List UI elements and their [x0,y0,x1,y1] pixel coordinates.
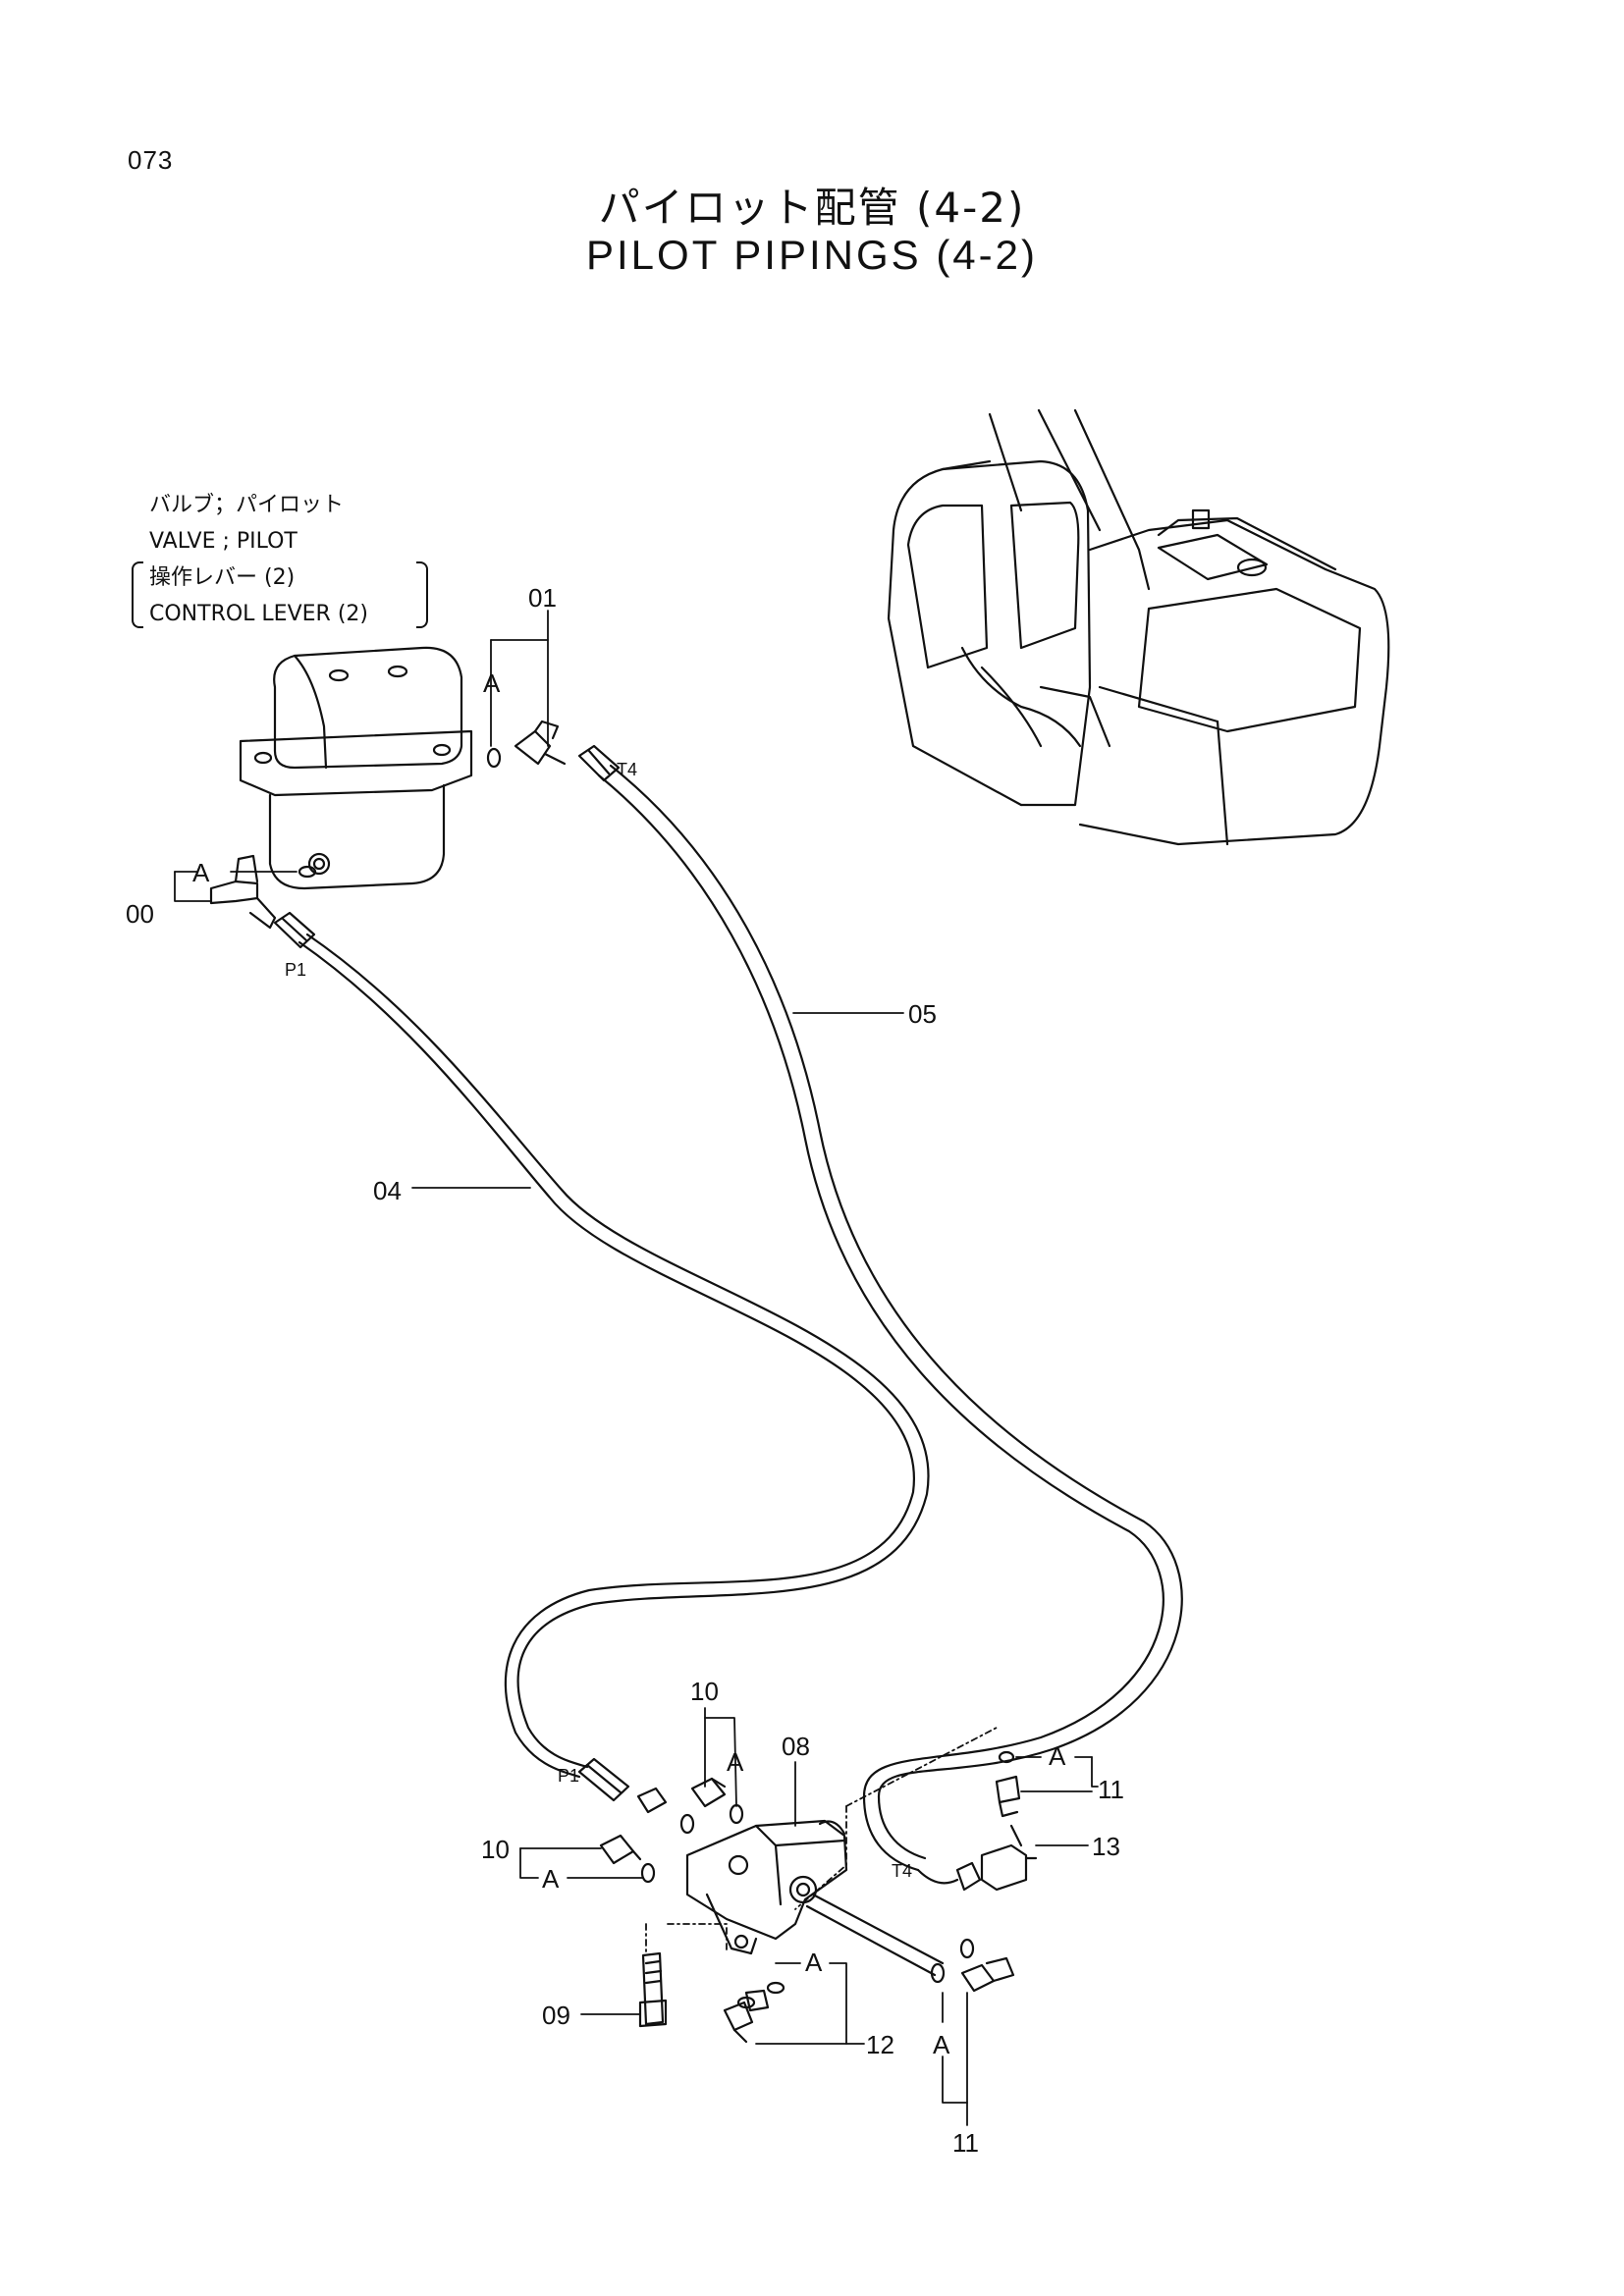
label-bracket-right [416,561,428,628]
hose-04 [298,933,930,1779]
page-title-japanese: パイロット配管 (4-2) [598,184,1026,232]
callout-01: 01 [528,583,557,613]
o-rings [640,1750,1015,2009]
port-label-p1-top: P1 [285,960,306,980]
hose-end-t4-bottom [916,1861,982,1892]
port-label-t4-top: T4 [617,760,637,779]
group-mark-a-10-left: A [542,1864,560,1894]
block-08 [685,1819,848,1955]
group-mark-a-11-lower: A [933,2030,950,2059]
callout-10-left: 10 [481,1835,510,1864]
valve-label-en: VALVE ; PILOT [149,529,298,554]
bolt-09 [638,1951,668,2028]
fitting-10-mid [636,1787,668,1814]
leader-lines [174,610,1099,2126]
fitting-00-tee [209,854,317,930]
callout-10-upper: 10 [690,1677,719,1706]
valve-label: バルブ；パイロット VALVE ; PILOT 操作レバー (2) CONTRO… [149,487,368,632]
callout-08: 08 [782,1732,810,1761]
callout-04: 04 [373,1176,402,1205]
hose-end-p1-bottom [577,1757,630,1802]
excavator-overview [887,408,1390,846]
label-bracket-left [132,561,143,628]
fitting-11-upper [995,1775,1021,1818]
fitting-10-upper [690,1777,727,1808]
fitting-12 [723,1989,770,2044]
callout-00: 00 [126,899,154,929]
pilot-valve-housing [239,646,473,890]
hose-end-t4-top [577,744,621,782]
port-label-t4-bottom: T4 [892,1861,912,1881]
hose-05 [597,764,1183,1872]
callout-13: 13 [1092,1832,1120,1861]
tube-to-11 [805,1893,945,1977]
callout-12: 12 [866,2030,894,2059]
group-mark-a-12: A [805,1948,823,1977]
group-mark-a-00: A [192,858,210,887]
group-mark-a-01: A [483,668,501,698]
port-label-p1-bottom: P1 [558,1766,579,1786]
group-mark-a-10: A [727,1747,744,1777]
fitting-01-elbow [486,720,567,769]
callout-11-upper: 11 [1098,1775,1124,1804]
callout-09: 09 [542,2001,570,2030]
control-lever-label-en: CONTROL LEVER (2) [149,602,368,626]
callout-05: 05 [908,999,937,1029]
callout-11-lower: 11 [952,2128,979,2158]
hose-end-p1-top [273,911,316,949]
fitting-13-tee [980,1824,1038,1892]
page-number: 073 [128,145,174,175]
group-mark-a-11: A [1049,1741,1066,1771]
valve-label-jp: バルブ；パイロット [149,493,345,517]
fitting-10-left [599,1834,642,1865]
page-title-english: PILOT PIPINGS (4-2) [586,232,1038,278]
fitting-11-lower [960,1956,1015,1993]
control-lever-label-jp: 操作レバー (2) [149,565,296,590]
